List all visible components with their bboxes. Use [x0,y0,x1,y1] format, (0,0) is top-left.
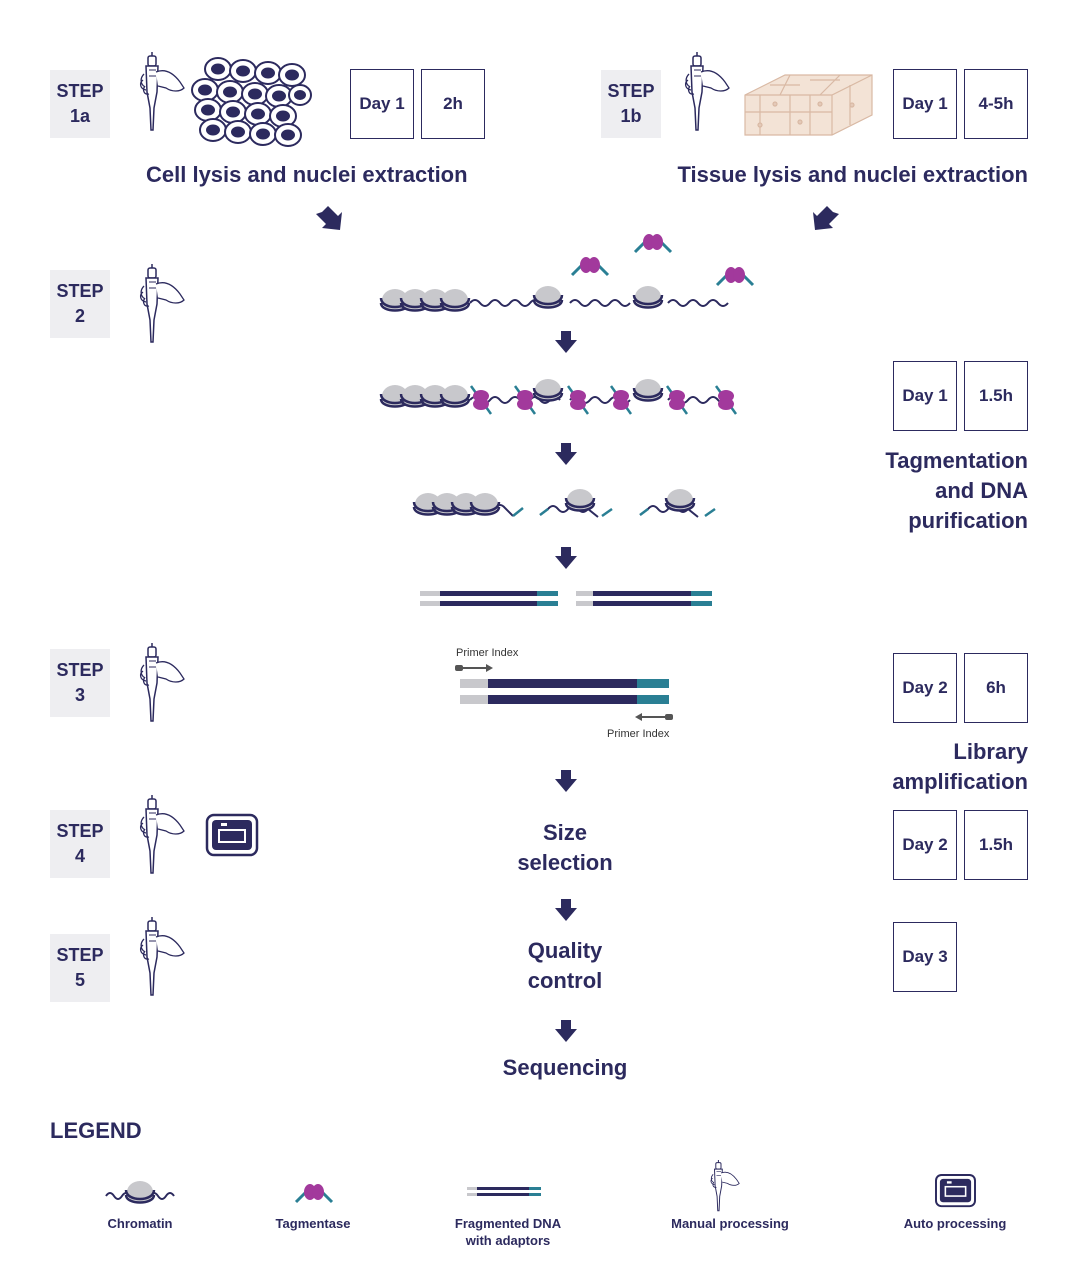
tissue-lysis-title: Tissue lysis and nuclei extraction [677,162,1028,187]
title-line: and DNA [935,478,1028,503]
chromatin-fragments [412,487,716,518]
title-line: control [527,968,603,993]
step-4-duration-box: 1.5h [964,810,1028,880]
tagmentase-icon [633,232,673,254]
legend-fragmented-dna-icon [467,1187,541,1196]
step-1a-label: STEP 1a [50,70,110,138]
legend-label-line: Fragmented DNA [454,1216,562,1231]
tagmentation-title: Tagmentation and DNA purification [885,446,1028,536]
manual-processing-icon [139,263,185,343]
converging-arrow-left [316,206,342,230]
legend-chromatin-icon [105,1179,175,1205]
legend-auto-processing-icon [935,1174,976,1208]
step-2-label: STEP 2 [50,270,110,338]
step-number: 3 [74,685,85,705]
chromatin-tagmented [379,377,738,416]
down-arrow [555,1020,577,1042]
legend-title: LEGEND [50,1118,142,1143]
manual-processing-icon [710,1159,740,1212]
down-arrow [555,443,577,465]
down-arrow [555,547,577,569]
chromatin-strand [379,284,729,313]
step-5-label: STEP 5 [50,934,110,1002]
step-1b-day-box: Day 1 [893,69,957,139]
step-1b-duration-box: 4-5h [964,69,1028,139]
legend-tagmentase-icon [294,1182,334,1204]
manual-processing-icon [684,51,730,131]
step-3-duration-box: 6h [964,653,1028,723]
step-number: 1a [69,106,91,126]
step-4-day-box: Day 2 [893,810,957,880]
library-amplification-graphic [455,664,673,721]
legend-label-fragmented-dna: Fragmented DNA with adaptors [438,1215,578,1249]
step-1a-day-box: Day 1 [350,69,414,139]
size-selection-title: Size selection [465,818,665,878]
down-arrow [555,770,577,792]
legend-label-manual: Manual processing [671,1216,789,1231]
step-number: 2 [74,306,85,326]
step-word: STEP [56,660,104,680]
step-4-label: STEP 4 [50,810,110,878]
title-line: Quality [527,938,603,963]
step-1b-label: STEP 1b [601,70,661,138]
step-word: STEP [607,81,655,101]
manual-processing-icon [139,51,185,131]
down-arrow [555,331,577,353]
step-number: 5 [74,970,85,990]
sequencing-title: Sequencing [502,1055,628,1080]
title-line: Tagmentation [885,448,1028,473]
legend-label-line: with adaptors [465,1233,551,1248]
tissue-icon [744,74,873,136]
step-number: 1b [620,106,642,126]
step-word: STEP [56,81,104,101]
step-2-day-box: Day 1 [893,361,957,431]
title-line: Library [953,739,1028,764]
legend-label-tagmentase: Tagmentase [275,1216,351,1231]
title-line: selection [517,850,613,875]
cells-icon [191,57,312,147]
converging-arrow-right [813,206,839,230]
step-5-day-box: Day 3 [893,922,957,992]
step-number: 4 [74,846,85,866]
step-3-day-box: Day 2 [893,653,957,723]
step-word: STEP [56,821,104,841]
title-line: Size [542,820,588,845]
title-line: amplification [892,769,1028,794]
primer-index-label-bottom: Primer Index [607,728,670,740]
cell-lysis-title: Cell lysis and nuclei extraction [146,162,468,187]
step-2-duration-box: 1.5h [964,361,1028,431]
tagmentase-icon [570,255,610,277]
title-line: purification [908,508,1028,533]
manual-processing-icon [139,642,185,722]
step-1a-duration-box: 2h [421,69,485,139]
primer-index-label-top: Primer Index [456,647,519,659]
manual-processing-icon [139,916,185,996]
step-word: STEP [56,281,104,301]
tagmentase-icon [715,265,755,287]
legend-label-auto: Auto processing [903,1216,1007,1231]
library-amplification-title: Library amplification [892,737,1028,797]
auto-processing-icon [205,813,259,857]
fragmented-dna [420,591,712,606]
step-3-label: STEP 3 [50,649,110,717]
step-word: STEP [56,945,104,965]
manual-processing-icon [139,794,185,874]
legend-label-chromatin: Chromatin [107,1216,173,1231]
down-arrow [555,899,577,921]
quality-control-title: Quality control [465,936,665,996]
